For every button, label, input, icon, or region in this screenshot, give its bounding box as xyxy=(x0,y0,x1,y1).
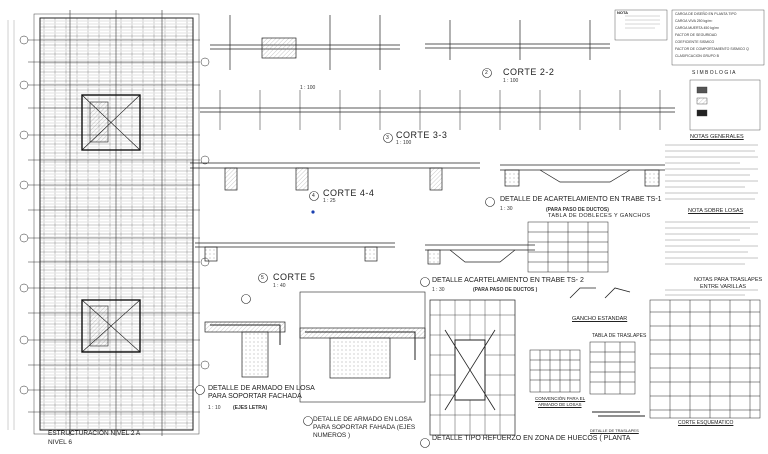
plan-title-line2: NIVEL 6 xyxy=(48,439,72,446)
nota-header: NOTA xyxy=(617,10,629,15)
section-corte-2-2 xyxy=(425,20,610,60)
convencion-grid xyxy=(529,349,581,393)
detail-ts1-label: DETALLE DE ACARTELAMIENTO EN TRABE TS-1 xyxy=(500,196,662,203)
detail-ts2-scale: 1 : 30 xyxy=(432,287,445,293)
corte-5-label: CORTE 5 xyxy=(273,272,316,282)
detail-losa-fachada-drawing xyxy=(204,321,286,378)
corte-3-3-label: CORTE 3-3 xyxy=(396,130,448,140)
detail-losa-fahada-ejes-drawing xyxy=(299,291,426,403)
dobleces-label: TABLA DE DOBLECES Y GANCHOS xyxy=(548,213,651,219)
corte-4-4-label: CORTE 4-4 xyxy=(323,188,375,198)
convencion-line2: ARMADO DE LOSAS xyxy=(538,402,582,407)
losa-fachada-note: (EJES LETRA) xyxy=(233,405,268,411)
detail-ts1-scale: 1 : 30 xyxy=(500,206,513,212)
notas-generales-title: NOTAS GENERALES xyxy=(690,134,744,140)
tabla-dobleces-drawing xyxy=(527,221,631,299)
design-note-line: CLASIFICACION GRUPO B xyxy=(675,54,719,58)
losa-fachada-line1: DETALLE DE ARMADO EN LOSA xyxy=(208,385,315,392)
corte-esquematico-drawing xyxy=(649,299,761,419)
marker-4: 4 xyxy=(312,193,315,199)
design-note-line: FACTOR DE COMPORTAMIENTO SISMICO Q xyxy=(675,47,749,51)
traslapes-table-label: TABLA DE TRASLAPES xyxy=(592,333,647,339)
design-note-line: CARGA VIVA 250 kg/m² xyxy=(675,19,713,23)
losa-ejes-line1: DETALLE DE ARMADO EN LOSA xyxy=(313,416,413,423)
corte-2-2-scale: 1 : 100 xyxy=(503,78,519,84)
gancho-label: GANCHO ESTANDAR xyxy=(572,316,628,322)
section-markers xyxy=(195,68,495,448)
detail-ts1-note: (PARA PASO DE DUCTOS) xyxy=(546,207,609,213)
detail-huecos-drawing xyxy=(429,299,516,436)
corte-3-3-scale: 1 : 100 xyxy=(396,140,412,146)
marker-5: 5 xyxy=(261,275,264,281)
design-note-line: CARGA DE DISEÑO EN PLANTA TIPO xyxy=(675,12,737,16)
plan-title-line1: ESTRUCTURACIÓN NIVEL 2 A xyxy=(48,430,141,437)
section-corte-3-3 xyxy=(200,90,675,130)
corte-2-2-label: CORTE 2-2 xyxy=(503,67,555,77)
marker-2: 2 xyxy=(485,70,488,76)
notas-traslapes-line2: ENTRE VARILLAS xyxy=(700,284,747,290)
detail-ts2-drawing xyxy=(425,244,535,265)
convencion-line1: CONVENCIÓN PARA EL xyxy=(535,396,586,401)
corte-esquematico-label: CORTE ESQUEMATICO xyxy=(678,420,734,426)
losa-fachada-line2: PARA SOPORTAR FACHADA xyxy=(208,393,302,400)
losa-fachada-scale: 1 : 10 xyxy=(208,405,221,411)
design-note-line: COEFICIENTE SISMICO xyxy=(675,40,715,44)
section-corte-4-4 xyxy=(190,162,480,191)
section-corte-5 xyxy=(195,242,395,262)
detail-ts2-note: (PARA PASO DE DUCTOS ) xyxy=(473,287,538,293)
blue-point-marker xyxy=(311,210,315,214)
losa-ejes-line3: NUMEROS ) xyxy=(313,432,351,439)
design-note-line: CARGA MUERTA 450 kg/m² xyxy=(675,26,720,30)
top-left-scale: 1 : 100 xyxy=(300,85,316,91)
simbologia-title: S I M B O L O G I A xyxy=(692,70,736,76)
detail-ts2-label: DETALLE ACARTELAMIENTO EN TRABE TS- 2 xyxy=(432,277,584,284)
floor-plan xyxy=(7,10,210,436)
huecos-label: DETALLE TIPO REFUERZO EN ZONA DE HUECOS … xyxy=(432,435,631,442)
tabla-traslapes-drawing xyxy=(589,341,645,417)
design-note-line: FACTOR DE SEGURIDAD xyxy=(675,33,717,37)
marker-3: 3 xyxy=(386,135,389,141)
corte-5-scale: 1 : 40 xyxy=(273,283,286,289)
notes-panel xyxy=(614,9,765,296)
section-top-left xyxy=(210,15,400,70)
corte-4-4-scale: 1 : 25 xyxy=(323,198,336,204)
detail-ts1-drawing xyxy=(500,164,665,187)
nota-losas-title: NOTA SOBRE LOSAS xyxy=(688,208,744,214)
losa-ejes-line2: PARA SOPORTAR FAHADA (EJES xyxy=(313,424,416,431)
notas-traslapes-line1: NOTAS PARA TRASLAPES xyxy=(694,277,763,283)
traslape-detail-label: DETALLE DE TRASLAPES xyxy=(590,428,639,433)
